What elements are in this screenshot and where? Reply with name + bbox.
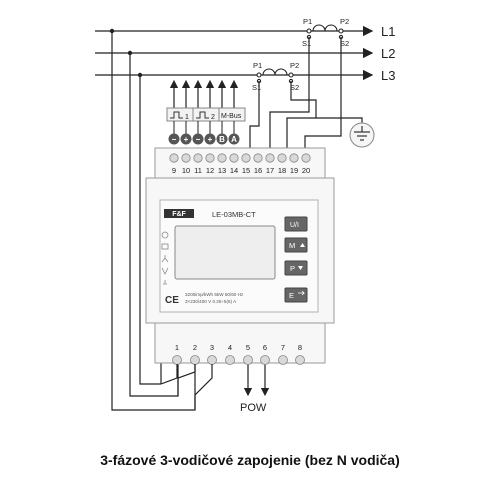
top-terminal-12: 12 [206, 166, 214, 175]
label-l3: L3 [381, 68, 395, 83]
ct1-p2: P2 [340, 17, 349, 26]
top-terminal-17: 17 [266, 166, 274, 175]
output-label-mbus: M-Bus [221, 113, 242, 120]
top-terminal-15: 15 [242, 166, 250, 175]
bottom-terminal-7: 7 [281, 343, 285, 352]
current-transformer-l1 [306, 24, 344, 40]
wiring [111, 31, 363, 411]
spec-line-1: 3200imp/kWh 5kW 50/60 Hz [185, 292, 244, 297]
lcd-display [174, 225, 276, 280]
ct1-p1: P1 [303, 17, 312, 26]
top-terminal-13: 13 [218, 166, 226, 175]
ce-mark: CE [165, 295, 179, 306]
bottom-terminal-8: 8 [298, 343, 302, 352]
sign-2: + [184, 135, 189, 144]
current-transformer-l3 [256, 68, 294, 84]
label-l1: L1 [381, 24, 395, 39]
spec-line-2: 3×230/400 V 0.25÷5(6) A [185, 299, 237, 304]
button-e-label: E [289, 291, 294, 300]
top-terminal-18: 18 [278, 166, 286, 175]
phase-lines [95, 25, 374, 81]
brand-logo: F&F [164, 209, 194, 218]
bottom-terminal-5: 5 [246, 343, 250, 352]
bottom-terminal-1: 1 [175, 343, 179, 352]
top-terminal-19: 19 [290, 166, 298, 175]
sign-1: − [172, 135, 177, 144]
top-terminal-14: 14 [230, 166, 238, 175]
button-um-label: U/I [290, 222, 299, 229]
power-label: POW [240, 402, 267, 414]
sign-3: − [196, 135, 201, 144]
figure-caption: 3-fázové 3-vodičové zapojenie (bez N vod… [100, 452, 400, 468]
sign-6: A [231, 135, 237, 144]
pulse-icons [170, 111, 209, 119]
button-p[interactable]: P [284, 260, 308, 276]
button-e[interactable]: E [284, 287, 308, 303]
sign-5: B [219, 135, 225, 144]
top-terminal-11: 11 [194, 166, 202, 175]
device-model: LE-03MB-CT [212, 210, 256, 219]
top-terminal-20: 20 [302, 166, 310, 175]
ct3-p1: P1 [253, 61, 262, 70]
ct1-s1: S1 [302, 39, 311, 48]
terminal-sign-circles [168, 133, 240, 145]
bottom-terminal-3: 3 [210, 343, 214, 352]
output-arrows [169, 79, 239, 108]
ct3-s2: S2 [290, 83, 299, 92]
button-um[interactable]: U/I [284, 216, 308, 232]
output-label-2: 2 [211, 114, 215, 121]
bottom-terminal-2: 2 [193, 343, 197, 352]
output-label-1: 1 [185, 114, 189, 121]
button-m[interactable]: M [284, 237, 308, 253]
top-terminal-16: 16 [254, 166, 262, 175]
ground-icon [349, 122, 375, 148]
top-terminals [169, 153, 311, 163]
bottom-terminals [172, 355, 305, 365]
ct1-s2: S2 [340, 39, 349, 48]
bottom-terminal-4: 4 [228, 343, 232, 352]
ct3-s1: S1 [252, 83, 261, 92]
button-p-label: P [290, 264, 295, 273]
sign-4: + [208, 135, 213, 144]
ct3-p2: P2 [290, 61, 299, 70]
status-icons [161, 231, 169, 285]
bottom-terminal-6: 6 [263, 343, 267, 352]
svg-text:F&F: F&F [172, 211, 186, 218]
top-terminal-10: 10 [182, 166, 190, 175]
top-terminal-9: 9 [172, 166, 176, 175]
button-m-label: M [289, 241, 295, 250]
label-l2: L2 [381, 46, 395, 61]
